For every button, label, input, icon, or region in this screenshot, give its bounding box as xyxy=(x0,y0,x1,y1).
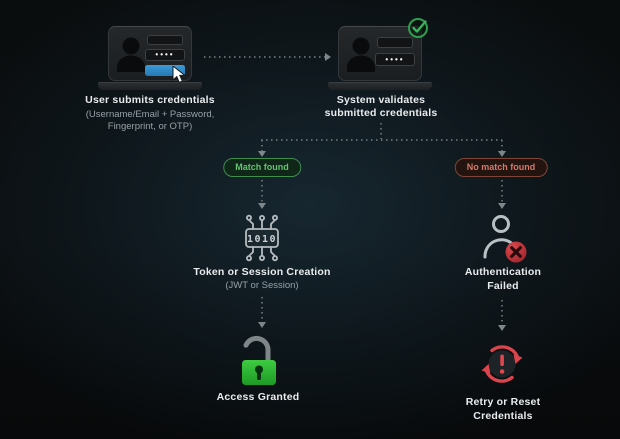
username-field xyxy=(377,37,413,48)
submit-subtitle-2: Fingerprint, or OTP) xyxy=(107,121,193,132)
granted-title: Access Granted xyxy=(216,391,300,403)
retry-title-1: Retry or Reset xyxy=(465,396,541,408)
token-subtitle: (JWT or Session) xyxy=(225,280,299,291)
laptop-base xyxy=(328,82,432,90)
connector-submit-validate xyxy=(204,56,325,58)
chip-text: 1010 xyxy=(247,234,277,245)
connector-nomatch-failed xyxy=(501,180,503,203)
connector-failed-retry xyxy=(501,300,503,325)
validate-title-2: submitted credentials xyxy=(324,107,438,119)
match-found-badge: Match found xyxy=(223,158,301,177)
password-dots: •••• xyxy=(385,55,405,64)
connector-token-granted xyxy=(261,297,263,322)
token-title: Token or Session Creation xyxy=(193,266,331,278)
checkmark-icon xyxy=(408,18,428,38)
failed-title-1: Authentication xyxy=(464,266,542,278)
laptop-icon: •••• xyxy=(98,26,202,90)
laptop-screen: •••• xyxy=(338,26,422,81)
username-field xyxy=(147,35,183,45)
connector-branch-left xyxy=(261,140,263,151)
password-dots: •••• xyxy=(155,50,175,59)
connector-branch-right xyxy=(501,140,503,151)
laptop-icon: •••• xyxy=(328,18,432,90)
arrow-right-icon xyxy=(325,53,331,61)
arrow-down-icon xyxy=(258,151,266,157)
connector-match-token xyxy=(261,180,263,203)
arrow-down-icon xyxy=(498,325,506,331)
chip-token-icon: 1010 xyxy=(245,214,279,262)
password-field: •••• xyxy=(375,53,415,66)
no-match-found-badge: No match found xyxy=(454,158,548,177)
submit-title: User submits credentials xyxy=(85,94,215,106)
arrow-down-icon xyxy=(258,322,266,328)
connector-validate-stub xyxy=(380,123,382,139)
connector-branch-horizontal xyxy=(261,139,502,141)
user-x-icon xyxy=(483,215,527,263)
cursor-icon xyxy=(172,66,187,84)
arrow-down-icon xyxy=(498,203,506,209)
validate-title-1: System validates xyxy=(336,94,426,106)
failed-title-2: Failed xyxy=(487,280,519,292)
retry-title-2: Credentials xyxy=(473,410,533,422)
retry-icon xyxy=(481,345,523,383)
submit-button xyxy=(145,65,185,76)
arrow-down-icon xyxy=(258,203,266,209)
open-padlock-icon xyxy=(242,335,276,385)
password-field: •••• xyxy=(145,49,185,61)
laptop-screen: •••• xyxy=(108,26,192,81)
user-avatar-icon xyxy=(117,37,145,72)
user-avatar-icon xyxy=(347,37,375,72)
arrow-down-icon xyxy=(498,151,506,157)
submit-subtitle-1: (Username/Email + Password, xyxy=(85,109,215,120)
laptop-base xyxy=(98,82,202,90)
